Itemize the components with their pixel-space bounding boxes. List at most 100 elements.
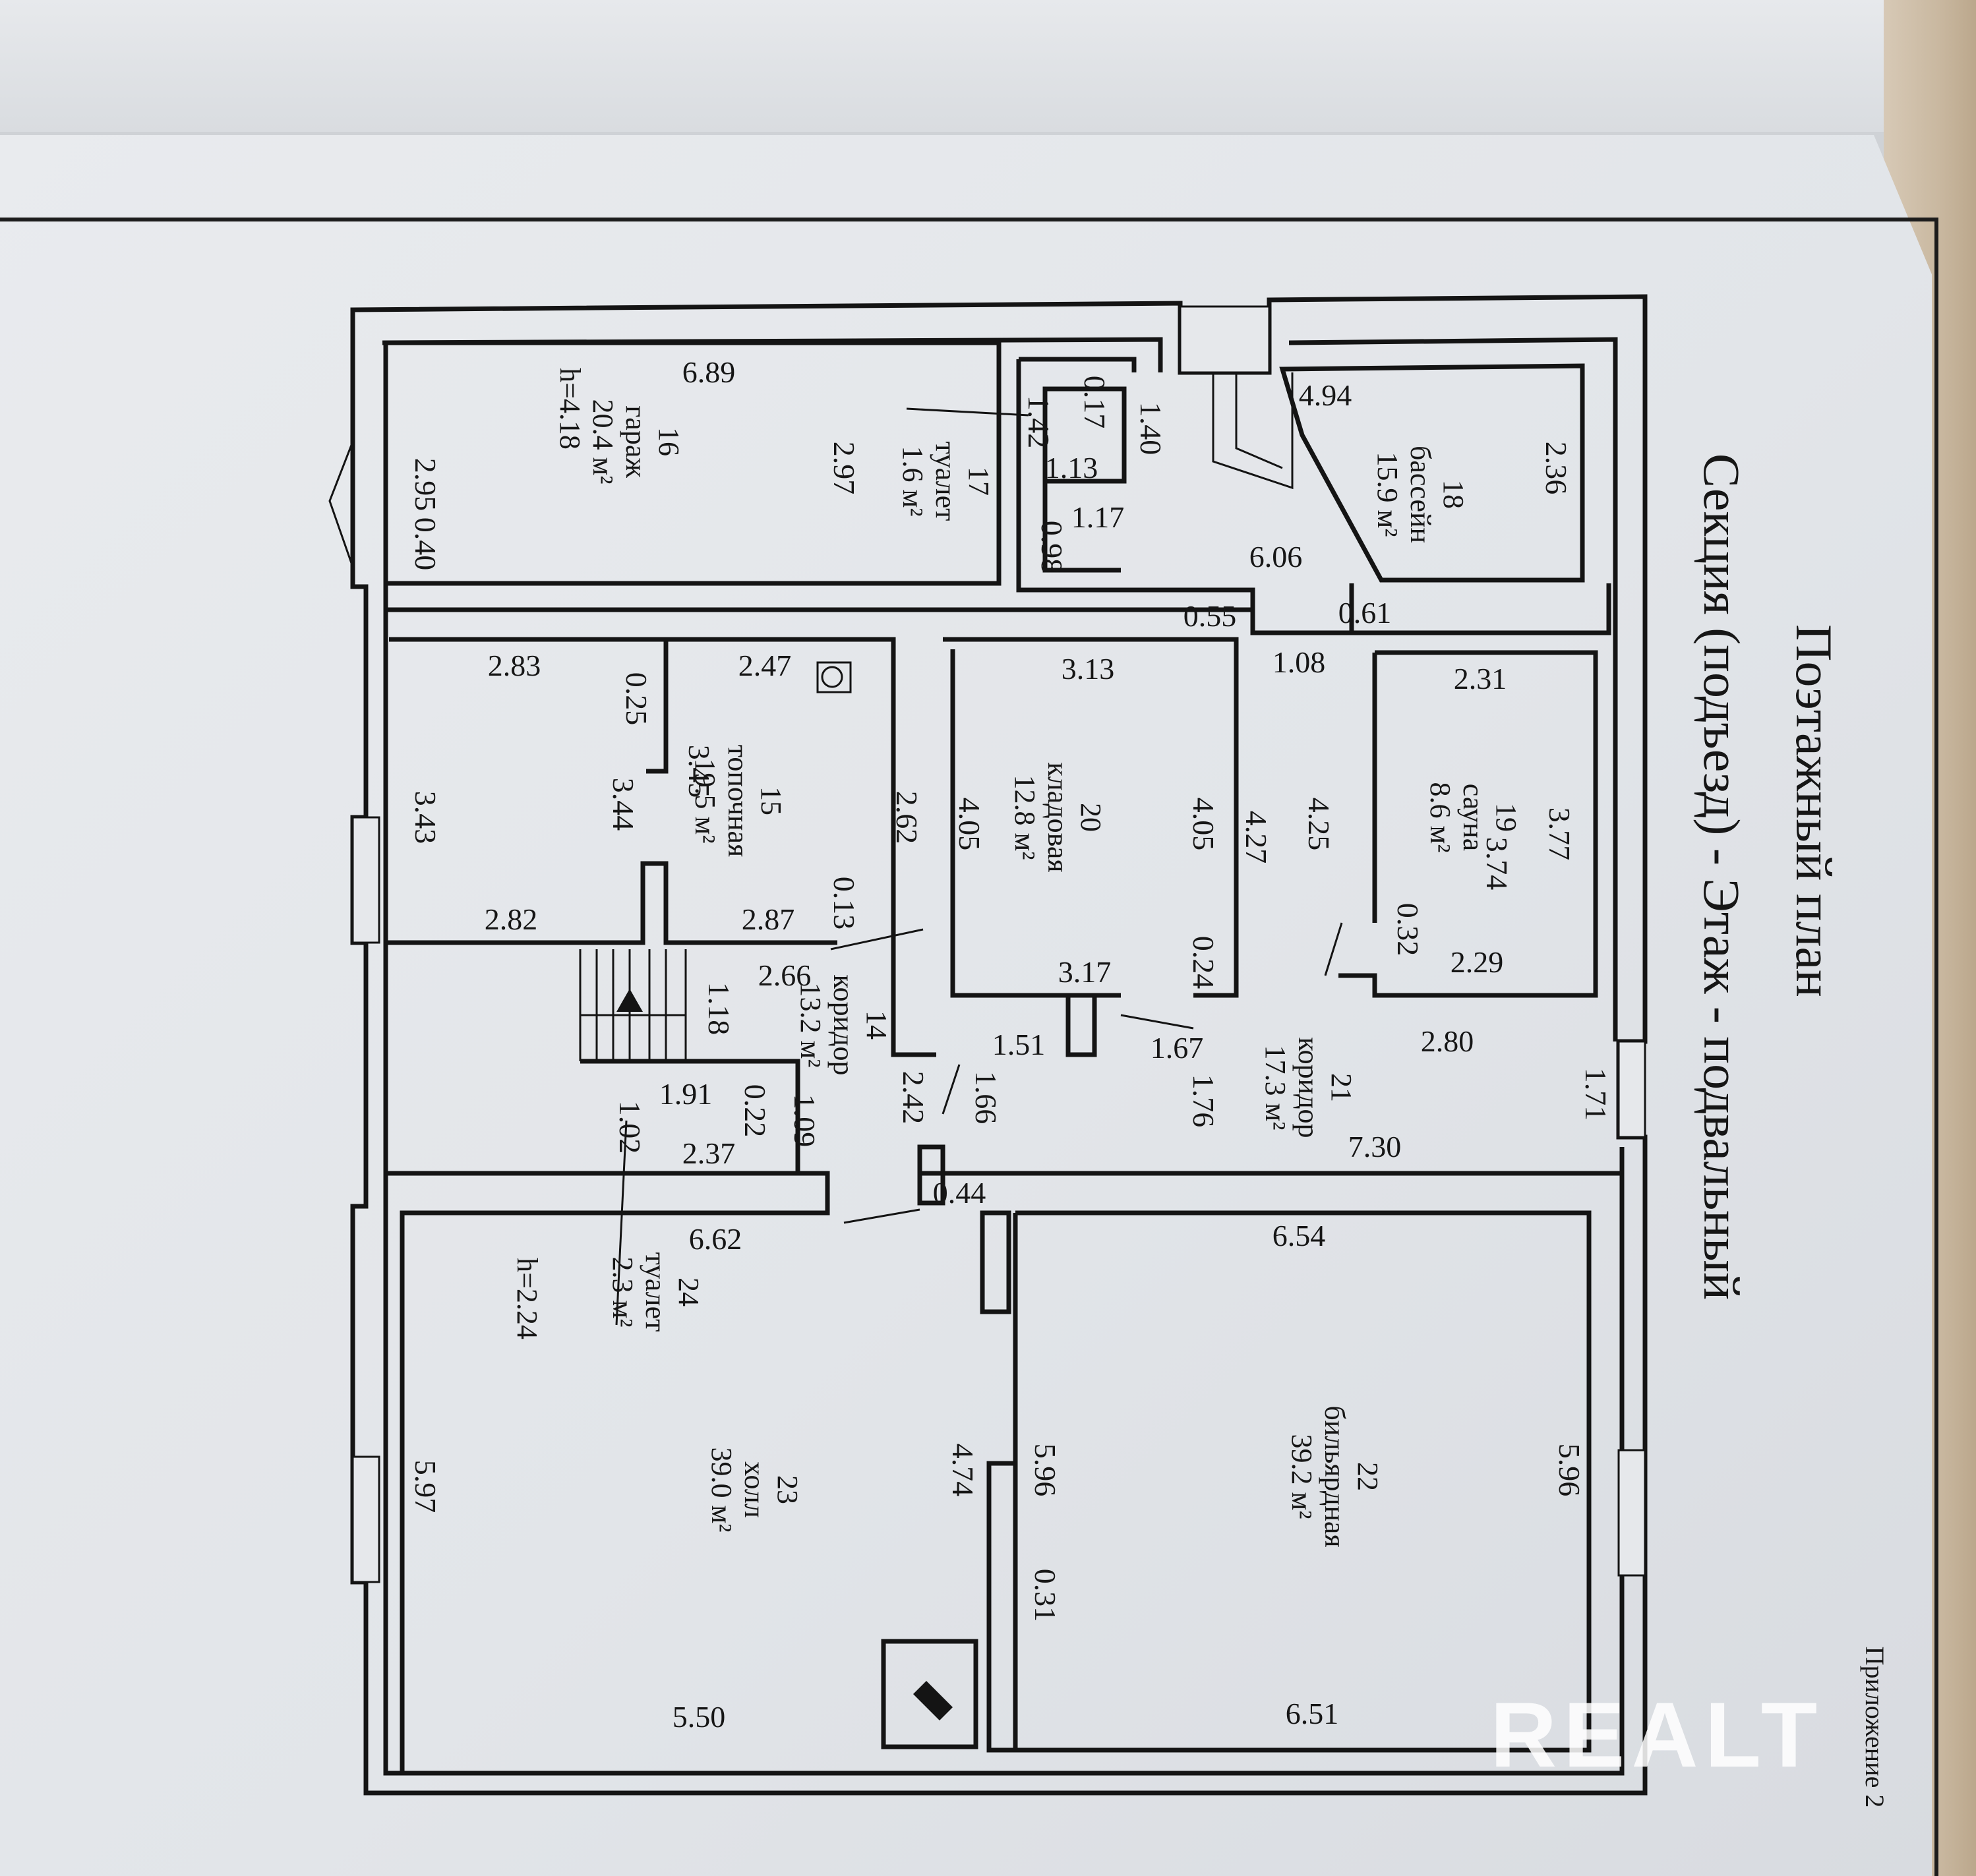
window-west-2 [351, 1455, 380, 1583]
dimension-label: 0.24 [1187, 936, 1220, 989]
room-name: туалет [640, 1252, 672, 1332]
dimension-label: 5.50 [673, 1700, 726, 1734]
dimension-label: 0.98 [1035, 521, 1069, 574]
dimension-label: 3.74 [1480, 837, 1514, 891]
background-sheet [0, 0, 1976, 132]
dimension-label: 2.42 [897, 1071, 930, 1125]
room-area: 8.6 м² [1424, 782, 1456, 852]
room-number: 23 [771, 1475, 804, 1504]
dimension-label: 1.09 [788, 1094, 822, 1148]
fireplace-symbol [913, 1681, 953, 1720]
dimension-label: 2.83 [488, 649, 541, 682]
room-area: 13.2 м² [794, 982, 827, 1067]
dimension-label: 1.42 [1022, 396, 1056, 449]
dimension-label: 2.95 [409, 458, 442, 512]
room-number: 20 [1075, 803, 1107, 832]
dimension-labels: 6.89 2.95 0.40 2.97 1.42 0.17 1.40 1.13 … [409, 355, 1613, 1734]
dimension-label: 6.54 [1272, 1219, 1326, 1252]
room-number: 21 [1325, 1073, 1358, 1102]
dimension-label: 5.96 [1553, 1444, 1586, 1497]
window-east-1 [1617, 1040, 1646, 1138]
room-name: гараж [620, 405, 652, 478]
dimension-label: 3.45 [682, 745, 716, 798]
dimension-label: 1.76 [1187, 1074, 1220, 1128]
watermark-logo: REALT [1490, 1683, 1824, 1786]
leader-lines [615, 407, 1343, 1326]
dimension-label: 0.25 [620, 672, 653, 726]
dimension-label: 0.32 [1391, 903, 1425, 956]
dimension-label: 2.97 [827, 442, 861, 495]
dimension-label: 4.05 [1187, 798, 1220, 851]
dimension-label: 1.18 [702, 982, 736, 1036]
room-area: 19.5 м² [689, 758, 721, 843]
page-frame [0, 218, 1938, 1876]
room-number: 19 [1490, 803, 1522, 832]
dimension-label: 1.08 [1272, 645, 1326, 679]
dimension-label: 1.67 [1151, 1031, 1204, 1065]
dimension-label: 2.29 [1451, 945, 1504, 979]
plan-subtitle: Секция (подъезд) - Этаж - подвальный [1693, 454, 1751, 1300]
room-number: 14 [860, 1011, 893, 1040]
dimension-label: 4.94 [1299, 378, 1352, 412]
room-area: 12.8 м² [1009, 775, 1041, 860]
dimension-label: 2.47 [738, 649, 792, 682]
dimension-label: 4.25 [1302, 798, 1336, 851]
room-area: 2.3 м² [607, 1256, 639, 1327]
window-north [1179, 305, 1271, 374]
room-number: 22 [1352, 1462, 1384, 1491]
garage-room [383, 340, 1002, 586]
dimension-label: 3.44 [607, 778, 640, 831]
room-area: 39.2 м² [1286, 1434, 1318, 1519]
dimension-label: 4.27 [1240, 811, 1273, 864]
dimension-label: 0.55 [1183, 599, 1237, 633]
dimension-label: 1.71 [1579, 1068, 1613, 1121]
dimension-label: 1.51 [992, 1028, 1046, 1061]
dimension-label: 6.89 [682, 355, 736, 389]
room-number: 16 [653, 427, 685, 456]
boiler-symbol [816, 661, 852, 693]
dimension-label: 6.06 [1249, 540, 1303, 573]
dimension-label: 3.43 [409, 791, 442, 844]
room-number: 15 [755, 786, 787, 815]
dimension-label: 3.77 [1543, 807, 1576, 861]
dimension-label: 0.13 [827, 877, 861, 930]
dimension-label: 2.36 [1540, 442, 1573, 495]
dimension-label: 2.62 [890, 791, 924, 844]
dimension-label: 2.66 [758, 958, 812, 992]
dimension-label: 0.40 [409, 517, 442, 571]
room-height: h=2.24 [511, 1258, 543, 1339]
dimension-label: 1.66 [969, 1071, 1003, 1125]
room-number: 17 [963, 467, 995, 496]
dimension-label: 0.44 [933, 1176, 986, 1210]
dimension-label: 2.87 [742, 902, 795, 936]
dimension-label: 0.31 [1029, 1569, 1062, 1622]
window-west-1 [351, 816, 380, 944]
dimension-label: 2.31 [1454, 662, 1507, 695]
room-area: 15.9 м² [1371, 452, 1404, 537]
room-number: 18 [1437, 480, 1470, 509]
paper-sheet [0, 135, 1932, 1876]
room-area: 20.4 м² [587, 399, 619, 484]
interior-walls [383, 340, 1622, 1773]
dimension-label: 6.51 [1286, 1697, 1339, 1730]
dimension-label: 2.37 [682, 1136, 736, 1170]
appendix-label: Приложение 2 [1860, 1647, 1890, 1808]
room-area: 17.3 м² [1259, 1045, 1292, 1130]
dimension-label: 6.62 [689, 1222, 742, 1256]
dimension-label: 0.22 [738, 1084, 772, 1138]
room-number: 24 [673, 1277, 705, 1306]
room-labels: 16 гараж 20.4 м² h=4.18 17 туалет 1.6 м²… [511, 368, 1522, 1548]
room-name: коридор [1292, 1037, 1325, 1138]
dimension-label: 4.05 [953, 798, 986, 851]
dimension-label: 5.97 [409, 1460, 442, 1513]
room-name: холл [738, 1461, 771, 1518]
dimension-label: 0.61 [1338, 596, 1392, 630]
dimension-label: 2.82 [485, 902, 538, 936]
room-name: коридор [827, 974, 860, 1075]
room-height: h=4.18 [554, 368, 586, 450]
room-name: топочная [722, 745, 754, 858]
dimension-label: 4.74 [946, 1444, 980, 1497]
dimension-label: 7.30 [1348, 1130, 1402, 1163]
dimension-label: 1.17 [1071, 500, 1125, 534]
